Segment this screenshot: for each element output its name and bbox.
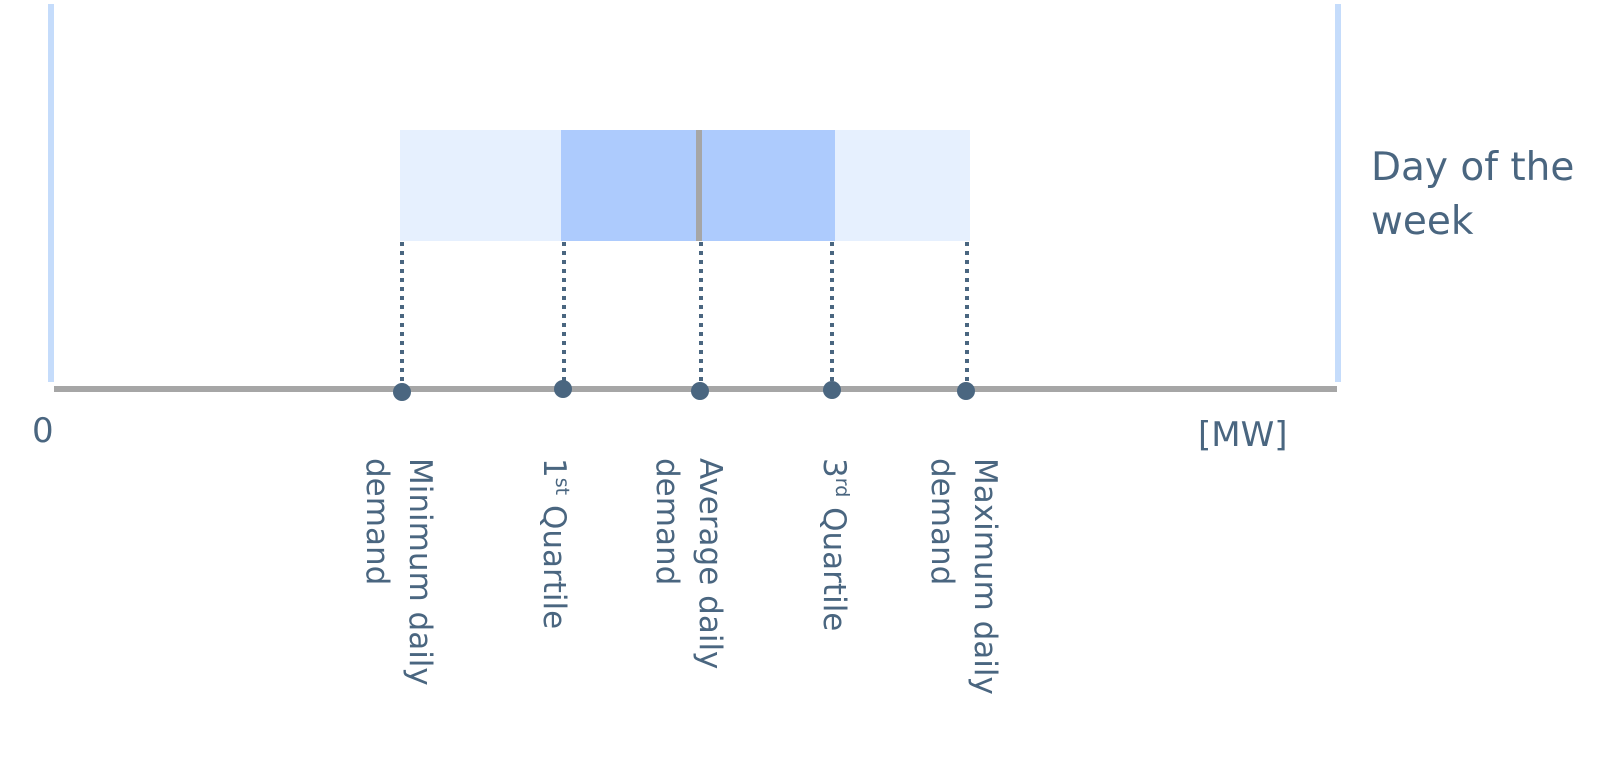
average-label: Average daily demand	[649, 458, 728, 679]
average-line	[696, 130, 702, 241]
maximum-label-line-1: Maximum daily	[967, 458, 1003, 695]
minimum-label-line-2: demand	[359, 458, 395, 585]
average-label-line-1: Average daily	[692, 458, 728, 669]
q1-marker	[554, 380, 572, 398]
q3-label-sup: rd	[831, 478, 853, 498]
q1-label: 1st Quartile	[536, 458, 573, 629]
axis-markers	[393, 380, 975, 401]
axis-origin-label: 0	[32, 411, 54, 451]
left-frame-line	[48, 4, 54, 382]
row-label-line-1: Day of the	[1371, 145, 1574, 190]
maximum-label-text: Maximum daily demand	[924, 458, 1003, 705]
q3-label-main: 3	[816, 458, 852, 478]
minimum-label-line-1: Minimum daily	[402, 458, 438, 686]
q1-label-text: 1st Quartile	[536, 458, 573, 629]
maximum-label: Maximum daily demand	[924, 458, 1003, 705]
row-label: Day of the week	[1371, 145, 1587, 244]
maximum-label-line-2: demand	[924, 458, 960, 585]
q1-label-rest: Quartile	[536, 495, 572, 629]
right-frame-line	[1335, 4, 1341, 382]
q3-label-text: 3rd Quartile	[816, 458, 853, 631]
q1-label-main: 1	[536, 458, 572, 478]
q1-label-sup: st	[551, 478, 573, 495]
q3-label-rest: Quartile	[816, 497, 852, 631]
minimum-marker	[393, 383, 411, 401]
drop-lines	[400, 242, 969, 386]
minimum-label-text: Minimum daily demand	[359, 458, 438, 696]
average-label-line-2: demand	[649, 458, 685, 585]
minimum-label: Minimum daily demand	[359, 458, 438, 696]
q3-label: 3rd Quartile	[816, 458, 853, 631]
axis-unit-label: [MW]	[1198, 415, 1287, 455]
row-label-line-2: week	[1371, 199, 1474, 244]
average-label-text: Average daily demand	[649, 458, 728, 679]
maximum-marker	[957, 382, 975, 400]
average-marker	[691, 382, 709, 400]
q3-marker	[823, 381, 841, 399]
